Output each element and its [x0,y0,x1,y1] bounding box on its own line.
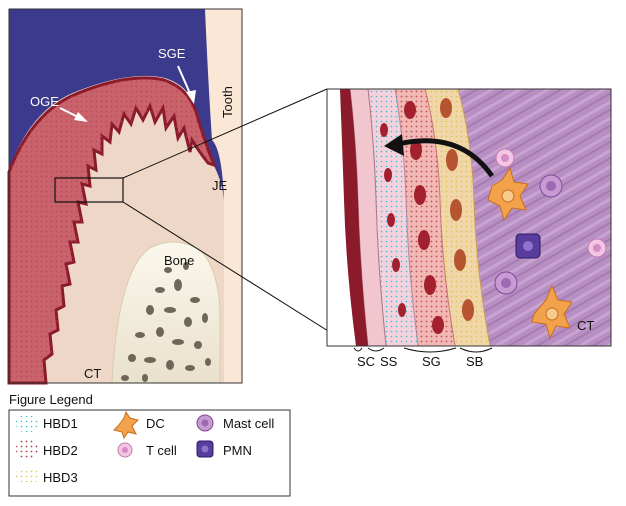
legend-label-dc: DC [146,416,165,431]
legend-label-t-cell: T cell [146,443,177,458]
zoom-connector-top [122,88,328,179]
t-cell-icon [117,442,133,458]
label-ct-left: CT [84,366,101,381]
hbd2-expression [395,89,455,346]
tissue-overview-panel: SGE OGE Tooth JE Bone CT [7,8,243,385]
legend-box [8,409,291,497]
tooth-shape [205,9,242,383]
t-cell-1 [495,148,515,168]
dc-cell-large [487,166,529,222]
bone-shape [111,241,221,384]
mast-cell-1 [539,174,563,198]
epithelium-texture [9,77,214,383]
legend-label-pmn: PMN [223,443,252,458]
zoom-region-box [54,177,124,203]
zoom-connector-bottom [122,201,353,347]
layer-label-sb: SB [466,354,483,369]
label-je: JE [212,178,228,193]
label-bone: Bone [164,253,194,268]
zoom-panel-border [326,88,612,347]
figure-legend: Figure Legend HBD1 DC Mast cell HBD2 T c… [8,392,291,497]
t-cell-2 [587,238,607,258]
panel-border [8,8,243,384]
legend-label-hbd1: HBD1 [43,416,78,431]
migration-arrowhead [384,134,404,156]
mast-cell-2 [494,271,518,295]
legend-label-mast-cell: Mast cell [223,416,274,431]
epithelium-zoom-panel: CT [326,88,612,347]
legend-label-hbd3: HBD3 [43,470,78,485]
migration-arrow [397,138,495,178]
pmn-icon [196,440,214,458]
label-oge: OGE [30,94,59,109]
mast-cell-icon [196,414,214,432]
dc-cell-icon [113,410,139,440]
dc-cell-small [531,284,573,340]
layer-label-sg: SG [422,354,441,369]
basal-nuclei [440,98,474,321]
layer-label-sc: SC [357,354,375,369]
hbd1-dots-icon [16,414,38,432]
epithelial-surface [340,89,368,346]
layer-brackets [353,347,493,353]
layer-label-ss: SS [380,354,398,369]
hbd3-dots-icon [16,467,38,485]
oge-arrow [59,107,88,122]
legend-title: Figure Legend [9,392,93,407]
label-sge: SGE [158,46,186,61]
zoom-connective-tissue [455,89,611,346]
label-tooth: Tooth [220,86,235,118]
sge-arrow [177,65,196,104]
pmn-cell [515,233,541,259]
hbd2-dots-icon [16,440,38,458]
legend-label-hbd2: HBD2 [43,443,78,458]
bone-trabeculae [121,262,211,382]
epithelial-nuclei [380,101,444,334]
label-ct-right: CT [577,318,594,333]
